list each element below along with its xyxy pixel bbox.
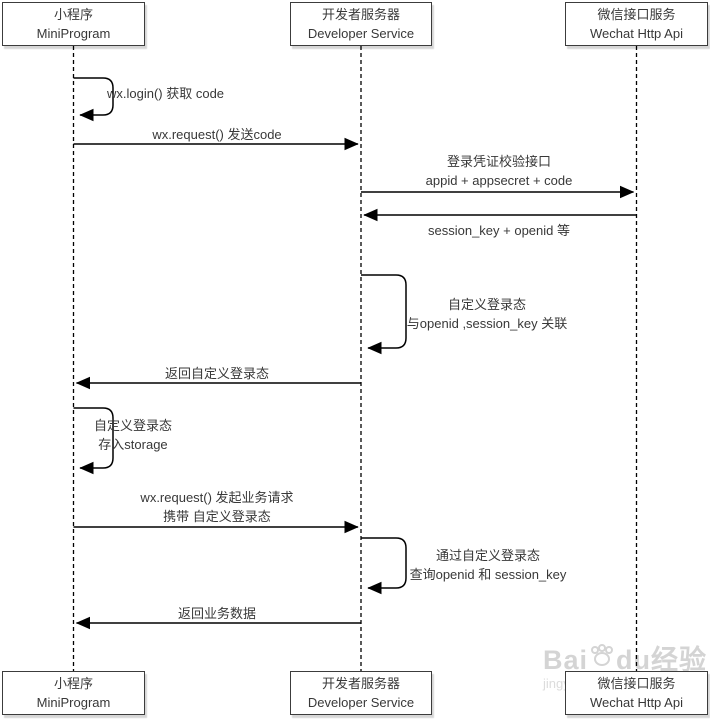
msg-biz-request: wx.request() 发起业务请求 携带 自定义登录态: [140, 488, 293, 526]
actor-box-miniprogram-bottom: 小程序 MiniProgram: [2, 671, 145, 715]
watermark-brand-text: Bai: [543, 645, 589, 675]
msg-text: 通过自定义登录态: [435, 548, 540, 563]
actor-name-en: MiniProgram: [36, 26, 111, 41]
msg-store-state: 自定义登录态 存入storage: [94, 416, 172, 454]
msg-text: wx.request() 发起业务请求: [140, 490, 294, 505]
actor-name-zh: 微信接口服务: [597, 7, 676, 22]
watermark-brand-text2: du: [616, 645, 652, 675]
actor-name-zh: 微信接口服务: [597, 676, 676, 691]
msg-verify: 登录凭证校验接口 appid + appsecret + code: [426, 152, 573, 190]
actor-name-en: MiniProgram: [36, 695, 111, 710]
msg-text: 与openid ,session_key 关联: [406, 316, 568, 331]
msg-send-code: wx.request() 发送code: [152, 125, 281, 144]
msg-text: 返回自定义登录态: [164, 366, 270, 381]
msg-text: appid + appsecret + code: [425, 173, 573, 188]
msg-text: 登录凭证校验接口: [446, 154, 552, 169]
actor-box-wechat-bottom: 微信接口服务 Wechat Http Api: [565, 671, 708, 715]
msg-text: wx.request() 发送code: [152, 127, 282, 142]
msg-session-return: session_key + openid 等: [428, 221, 570, 240]
msg-return-data: 返回业务数据: [178, 604, 256, 623]
paw-icon: [591, 644, 614, 666]
msg-login-self: wx.login() 获取 code: [107, 84, 224, 103]
msg-custom-state: 自定义登录态 与openid ,session_key 关联: [407, 295, 567, 333]
self-arrow-login: [73, 77, 114, 122]
msg-text: 自定义登录态: [447, 297, 527, 312]
msg-query-state: 通过自定义登录态 查询openid 和 session_key: [410, 546, 567, 584]
msg-return-state: 返回自定义登录态: [165, 364, 269, 383]
actor-name-zh: 开发者服务器: [321, 676, 400, 691]
msg-text: 返回业务数据: [177, 606, 257, 621]
actor-name-zh: 小程序: [53, 7, 93, 22]
msg-text: 查询openid 和 session_key: [409, 567, 567, 582]
actor-name-en: Wechat Http Api: [590, 26, 683, 41]
self-arrow-query-state: [361, 537, 407, 595]
msg-text: 自定义登录态: [93, 418, 173, 433]
actor-box-wechat-top: 微信接口服务 Wechat Http Api: [565, 2, 708, 46]
watermark-brand-suffix: 经验: [651, 645, 708, 675]
actor-name-en: Wechat Http Api: [590, 695, 683, 710]
actor-name-en: Developer Service: [307, 26, 415, 41]
actor-box-developer-top: 开发者服务器 Developer Service: [290, 2, 432, 46]
actor-name-en: Developer Service: [307, 695, 415, 710]
watermark-brand: Bai du 经验: [543, 644, 707, 676]
self-arrow-store-state: [73, 407, 114, 475]
msg-text: wx.login() 获取 code: [107, 86, 225, 101]
msg-text: 携带 自定义登录态: [163, 509, 271, 524]
actor-name-zh: 开发者服务器: [321, 7, 400, 22]
actor-box-miniprogram-top: 小程序 MiniProgram: [2, 2, 145, 46]
actor-box-developer-bottom: 开发者服务器 Developer Service: [290, 671, 432, 715]
actor-name-zh: 小程序: [53, 676, 93, 691]
msg-text: session_key + openid 等: [427, 223, 571, 238]
msg-text: 存入storage: [98, 437, 168, 452]
self-arrow-custom-state: [361, 274, 407, 355]
